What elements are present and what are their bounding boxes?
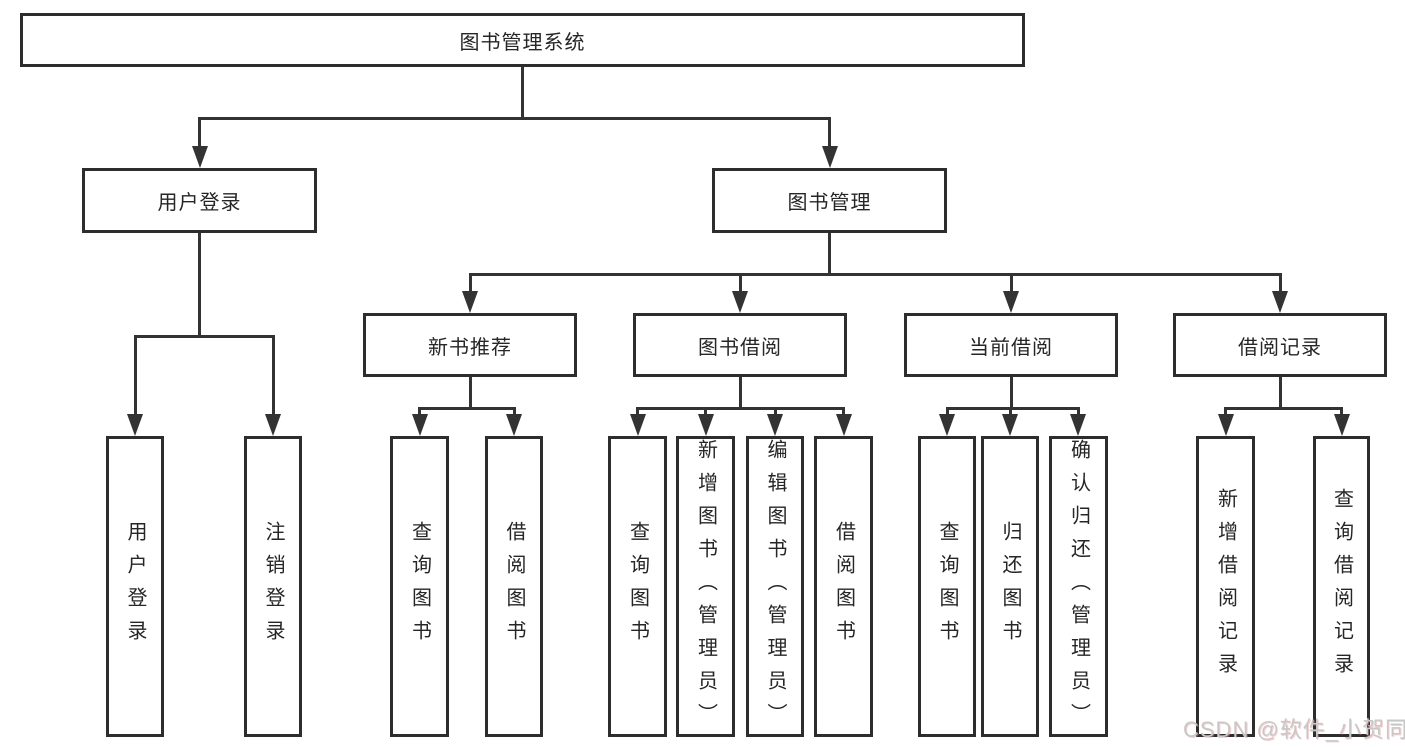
- leaf-return-books: 归还图书: [981, 436, 1039, 737]
- connector-arrowhead-down: [265, 414, 281, 436]
- node-new-book-recommend: 新书推荐: [363, 313, 577, 377]
- leaf-borrow-books-borrow: 借阅图书: [814, 436, 873, 737]
- node-book-management: 图书管理: [712, 168, 947, 233]
- connector-vline: [512, 407, 516, 418]
- connector-hline: [198, 117, 831, 120]
- connector-arrowhead-down: [1003, 291, 1019, 313]
- connector-arrowhead-down: [462, 291, 478, 313]
- leaf-query-borrow-record: 查询借阅记录: [1313, 436, 1370, 737]
- connector-arrowhead-down: [1333, 414, 1350, 436]
- connector-vline: [198, 117, 201, 150]
- connector-arrowhead-down: [1272, 291, 1288, 313]
- connector-vline: [828, 233, 831, 273]
- leaf-add-borrow-record: 新增借阅记录: [1196, 436, 1255, 737]
- connector-hline: [418, 407, 516, 410]
- connector-vline: [738, 273, 742, 295]
- connector-vline: [1076, 407, 1080, 418]
- connector-arrowhead-down: [1002, 414, 1018, 436]
- connector-hline: [636, 407, 845, 410]
- node-current-borrow: 当前借阅: [904, 313, 1118, 377]
- connector-vline: [1340, 407, 1343, 418]
- connector-arrowhead-down: [697, 414, 714, 436]
- leaf-confirm-return-admin: 确认归还（管理员）: [1049, 436, 1108, 737]
- connector-arrowhead-down: [835, 414, 852, 436]
- connector-arrowhead-down: [1217, 414, 1234, 436]
- leaf-borrow-books-recommend: 借阅图书: [485, 436, 543, 737]
- connector-arrowhead-down: [191, 146, 208, 168]
- node-library-system: 图书管理系统: [20, 13, 1025, 67]
- connector-arrowhead-down: [629, 414, 646, 436]
- connector-vline: [945, 407, 949, 418]
- connector-vline: [1009, 273, 1013, 295]
- connector-vline: [1009, 377, 1013, 407]
- connector-vline: [520, 67, 524, 117]
- connector-vline: [738, 377, 742, 407]
- connector-hline: [946, 407, 1079, 410]
- connector-vline: [1008, 407, 1012, 418]
- connector-arrowhead-down: [939, 414, 955, 436]
- node-user-login: 用户登录: [82, 168, 317, 233]
- connector-vline: [198, 233, 201, 335]
- connector-hline: [468, 273, 1282, 276]
- connector-vline: [1224, 407, 1227, 418]
- connector-vline: [468, 273, 472, 295]
- connector-vline: [828, 117, 831, 150]
- csdn-watermark: CSDN @软件_小贺同学: [1183, 717, 1405, 742]
- connector-vline: [842, 407, 845, 418]
- connector-vline: [1278, 273, 1282, 295]
- connector-vline: [1278, 377, 1282, 407]
- leaf-logout: 注销登录: [244, 436, 302, 737]
- connector-vline: [636, 407, 639, 418]
- node-borrow-records: 借阅记录: [1173, 313, 1387, 377]
- leaf-edit-books-admin: 编辑图书（管理员）: [746, 436, 804, 737]
- connector-arrowhead-down: [411, 414, 428, 436]
- connector-arrowhead-down: [127, 414, 143, 436]
- connector-vline: [271, 335, 275, 418]
- connector-vline: [704, 407, 707, 418]
- connector-arrowhead-down: [732, 291, 748, 313]
- leaf-query-books-borrow: 查询图书: [608, 436, 667, 737]
- leaf-user-login: 用户登录: [106, 436, 164, 737]
- node-book-borrow: 图书借阅: [633, 313, 847, 377]
- connector-arrowhead-down: [767, 414, 783, 436]
- connector-vline: [468, 377, 472, 407]
- connector-arrowhead-down: [1070, 414, 1086, 436]
- connector-hline: [1224, 407, 1343, 410]
- connector-hline: [133, 335, 275, 338]
- connector-vline: [133, 335, 137, 418]
- leaf-query-books-recommend: 查询图书: [390, 436, 449, 737]
- leaf-query-books-current: 查询图书: [918, 436, 976, 737]
- connector-vline: [773, 407, 777, 418]
- connector-vline: [418, 407, 421, 418]
- connector-arrowhead-down: [821, 146, 838, 168]
- leaf-add-books-admin: 新增图书（管理员）: [676, 436, 735, 737]
- connector-arrowhead-down: [506, 414, 522, 436]
